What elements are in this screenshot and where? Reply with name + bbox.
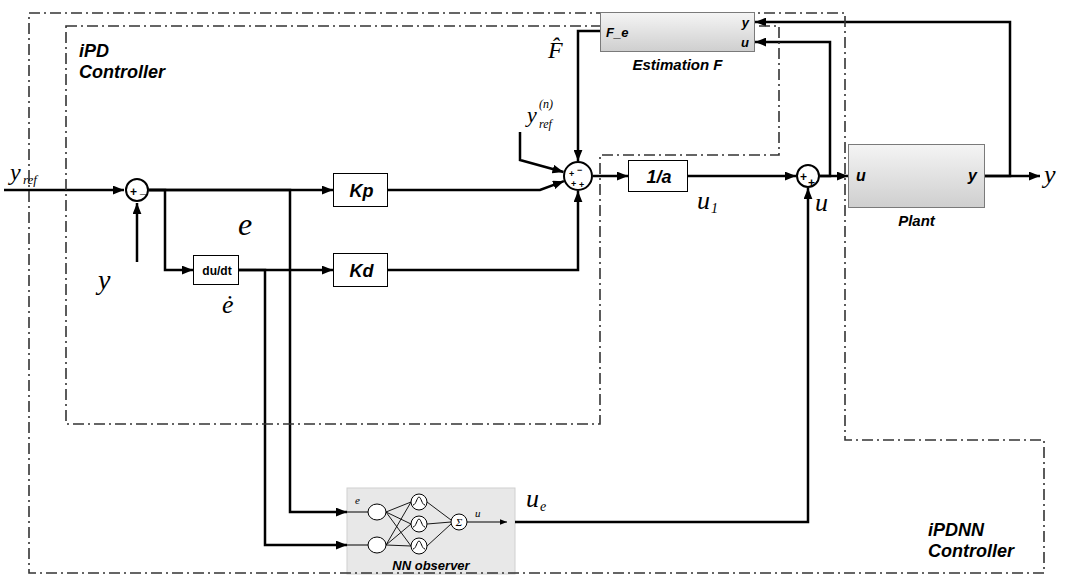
block-text: 1/a [646, 167, 671, 188]
summing-junction: −+++ [563, 161, 593, 191]
gain-block: Kd [333, 253, 388, 287]
block-text: Plant [898, 212, 935, 229]
block-text: e [355, 494, 360, 506]
controller-region: iPD ControllerF_eyuEstimation F+_du/dtKp… [65, 25, 780, 425]
block-text: Kp [350, 181, 374, 202]
signal-arrow [578, 31, 600, 161]
block-text: − [577, 165, 582, 175]
signal-arrow [388, 191, 578, 270]
feedback-input-wire [136, 203, 139, 262]
signal-name: y [98, 266, 110, 294]
region-title: iPD Controller [79, 41, 189, 82]
signal-subscript: ref [539, 118, 552, 130]
signal-name: y [1044, 162, 1056, 188]
nn-observer: eΣu NN observer [347, 488, 515, 574]
signal-arrow [755, 42, 830, 176]
block-text: + [800, 170, 807, 184]
block-text: NN observer [392, 558, 469, 573]
signal-name: y [10, 160, 21, 184]
block-text: Kd [350, 261, 374, 282]
gaussian-curve [413, 541, 425, 549]
synapse-line [386, 502, 411, 546]
signal-name: u [697, 188, 710, 214]
signal-arrow [388, 181, 564, 190]
block-text: u [741, 35, 749, 50]
signal-subscript: e [540, 500, 546, 514]
signal-name: y [527, 104, 537, 126]
signal-arrow [239, 270, 347, 545]
block-text: u [475, 507, 481, 519]
output-line [467, 522, 507, 523]
block-text: _ [140, 182, 147, 196]
rbf-neuron [411, 538, 427, 554]
input-line [347, 512, 368, 545]
derivative-block: du/dt [193, 255, 239, 285]
block-text: F_e [606, 25, 628, 40]
rbf-neuron [411, 494, 427, 510]
synapse-line [427, 502, 451, 546]
signal-superscript: (n) [539, 98, 553, 110]
gain-block: 1/a [628, 160, 688, 192]
dash-dot-border [29, 13, 1044, 573]
picture-ground [347, 488, 515, 574]
signal-name: u [526, 486, 539, 512]
signal-arrow [149, 190, 347, 512]
summing-junction: +_ [125, 178, 149, 202]
signal-subscript: ref [23, 173, 37, 186]
block-text: + [808, 176, 815, 190]
signal-arrow [149, 190, 193, 270]
block-text: + [579, 180, 584, 190]
block-text: Estimation F [632, 56, 722, 73]
signal-arrow [688, 175, 796, 178]
block-text: y [968, 167, 977, 185]
gaussian-curve [413, 497, 425, 505]
block-text: + [130, 185, 137, 199]
region-title: iPDNN Controller [928, 520, 1048, 561]
signal-name: u [815, 190, 828, 216]
neural-network-picture [347, 488, 515, 574]
input-neuron [368, 537, 386, 553]
input-neuron [368, 504, 386, 520]
block-text: u [856, 167, 866, 185]
block-text: Σ [456, 516, 463, 528]
rbf-neuron [411, 516, 427, 532]
signal-name: e [238, 208, 252, 240]
signal-name: ė [222, 292, 234, 318]
region-outline [65, 25, 780, 425]
gaussian-curve [413, 519, 425, 527]
signal-subscript: 1 [711, 202, 718, 216]
reference-derivative-wire [520, 132, 564, 172]
signal-arrow [515, 188, 808, 522]
signal-arrow [593, 175, 628, 178]
plant-block: u yPlant [848, 144, 985, 232]
signal-name: F̂ [548, 38, 563, 62]
reference-input-wire [4, 189, 124, 192]
summing-junction: ++ [796, 164, 820, 188]
block-body [848, 144, 985, 208]
block-text: y [742, 15, 749, 30]
gain-block: Kp [333, 173, 388, 207]
estimator-block: F_e yuEstimation F [600, 12, 755, 74]
dash-dot-border [66, 26, 779, 424]
block-text: + [569, 169, 574, 179]
block-text: du/dt [202, 264, 231, 278]
block-text: + [571, 179, 576, 189]
sum-neuron [451, 514, 467, 530]
